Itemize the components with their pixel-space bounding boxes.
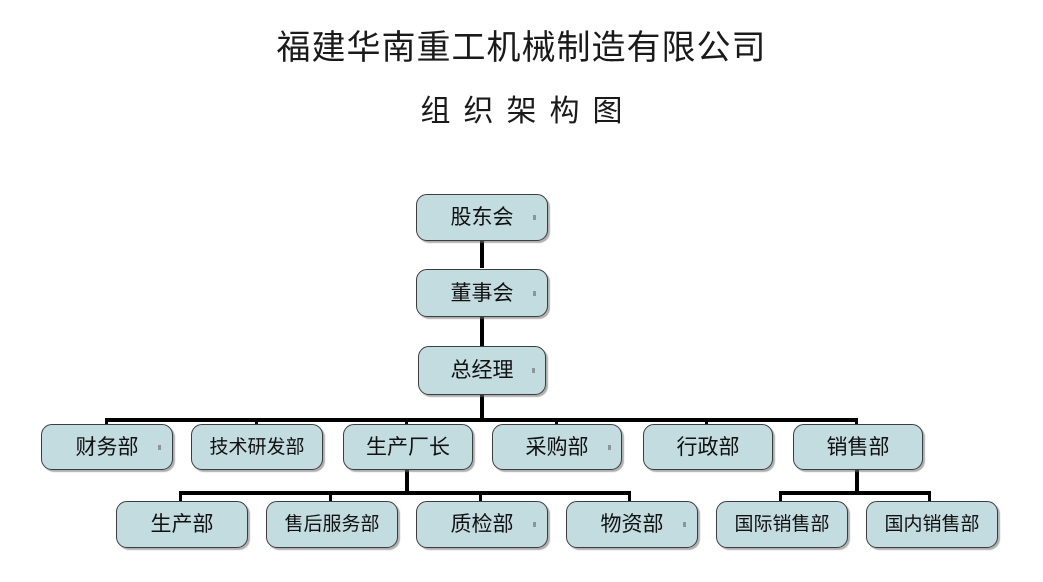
node-sales-department-label: 销售部 <box>826 434 890 459</box>
connector-drop-intl-sales <box>779 491 782 501</box>
connector-gm-stem <box>480 395 484 421</box>
connector-drop-production <box>179 491 182 501</box>
render-artifact-7 <box>683 522 686 527</box>
node-production-department[interactable]: 生产部 <box>116 501 248 548</box>
render-artifact-2 <box>533 291 536 296</box>
node-general-manager-label: 总经理 <box>450 358 514 382</box>
node-production-director-label: 生产厂长 <box>366 434 450 459</box>
node-general-manager[interactable]: 总经理 <box>418 346 546 395</box>
render-artifact-4 <box>158 445 161 450</box>
connector-drop-domestic-sales <box>928 491 931 501</box>
node-after-sales-department[interactable]: 售后服务部 <box>266 501 398 548</box>
node-domestic-sales-department[interactable]: 国内销售部 <box>866 501 998 548</box>
connector-drop-materials <box>628 491 631 501</box>
connector-drop-production-director <box>405 418 408 426</box>
render-artifact-5 <box>608 445 611 450</box>
node-after-sales-department-label: 售后服务部 <box>284 513 380 535</box>
connector-sales-stem <box>855 470 859 493</box>
connector-drop-purchasing <box>555 418 558 426</box>
connector-drop-sales <box>855 418 858 426</box>
render-artifact-3 <box>532 368 535 373</box>
node-international-sales-department[interactable]: 国际销售部 <box>716 501 848 548</box>
node-purchasing-department-label: 采购部 <box>525 434 589 459</box>
connector-board-to-gm <box>480 317 484 346</box>
node-materials-department[interactable]: 物资部 <box>566 501 698 548</box>
node-finance-department-label: 财务部 <box>75 434 139 459</box>
connector-sales-bus <box>779 491 931 495</box>
node-rnd-department-label: 技术研发部 <box>209 435 305 458</box>
node-domestic-sales-department-label: 国内销售部 <box>884 513 980 535</box>
node-board-of-directors-label: 董事会 <box>450 280 514 305</box>
connector-gm-bus <box>105 418 858 422</box>
node-board-of-directors[interactable]: 董事会 <box>416 269 548 317</box>
connector-production-director-stem <box>405 470 409 493</box>
node-production-department-label: 生产部 <box>150 512 214 536</box>
node-materials-department-label: 物资部 <box>600 512 664 536</box>
node-shareholders[interactable]: 股东会 <box>416 194 548 241</box>
page-subtitle: 组织架构图 <box>420 94 636 129</box>
node-finance-department[interactable]: 财务部 <box>41 424 173 470</box>
node-quality-department[interactable]: 质检部 <box>416 501 548 548</box>
page-title: 福建华南重工机械制造有限公司 <box>276 28 767 68</box>
connector-drop-rnd <box>255 418 258 426</box>
node-production-director[interactable]: 生产厂长 <box>343 424 473 470</box>
connector-drop-after-sales <box>329 491 332 501</box>
connector-drop-quality <box>479 491 482 501</box>
node-sales-department[interactable]: 销售部 <box>793 424 923 470</box>
node-quality-department-label: 质检部 <box>450 512 514 536</box>
node-shareholders-label: 股东会 <box>450 205 514 229</box>
connector-production-director-bus <box>179 491 631 495</box>
node-international-sales-department-label: 国际销售部 <box>734 513 830 535</box>
node-rnd-department[interactable]: 技术研发部 <box>191 424 323 470</box>
connector-shareholders-to-board <box>480 241 484 268</box>
node-administration-department-label: 行政部 <box>676 434 740 459</box>
connector-drop-administration <box>705 418 708 426</box>
connector-drop-finance <box>105 418 108 426</box>
render-artifact-1 <box>533 215 536 220</box>
node-purchasing-department[interactable]: 采购部 <box>492 424 622 470</box>
node-administration-department[interactable]: 行政部 <box>643 424 773 470</box>
render-artifact-6 <box>533 522 536 527</box>
